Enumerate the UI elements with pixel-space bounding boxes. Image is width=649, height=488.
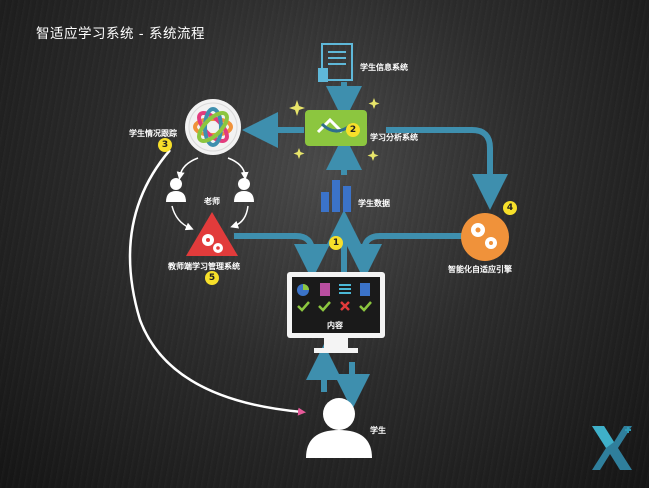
page-title: 智适应学习系统 - 系统流程 bbox=[36, 26, 205, 42]
arrow-analytics-to-engine bbox=[386, 127, 508, 210]
student-info-system-icon bbox=[318, 43, 353, 82]
teacher-lms-icon bbox=[186, 212, 238, 256]
adaptive-engine-badge: 4 bbox=[503, 201, 517, 215]
teacher-icon-right bbox=[234, 178, 254, 202]
arrow-lms-to-content bbox=[234, 233, 330, 280]
teacher-lms-label: 教师端学习管理系统 bbox=[168, 262, 240, 271]
adaptive-engine-label: 智能化自适应引擎 bbox=[448, 265, 512, 274]
learning-analytics-label: 学习分析系统 bbox=[370, 133, 418, 142]
teacher-label: 老师 bbox=[204, 197, 220, 206]
student-tracking-icon bbox=[185, 99, 241, 155]
student-tracking-badge: 3 bbox=[158, 138, 172, 152]
arrow-engine-to-content bbox=[346, 233, 462, 280]
arrow-tracking-to-student bbox=[128, 149, 306, 416]
student-tracking-label: 学生情况跟踪 bbox=[129, 129, 177, 138]
teacher-lms-badge: 5 bbox=[205, 271, 219, 285]
student-label: 学生 bbox=[370, 426, 386, 435]
student-icon bbox=[306, 398, 372, 458]
teacher-icon-left bbox=[166, 178, 186, 202]
adaptive-engine-icon bbox=[461, 213, 509, 261]
content-badge: 1 bbox=[329, 236, 343, 250]
teacher-branch-lines bbox=[171, 157, 249, 231]
learning-analytics-badge: 2 bbox=[346, 123, 360, 137]
student-data-label: 学生数据 bbox=[358, 199, 390, 208]
flow-arrows bbox=[234, 82, 508, 410]
content-label: 内容 bbox=[327, 321, 343, 330]
student-data-icon bbox=[321, 180, 351, 212]
student-info-system-label: 学生信息系统 bbox=[360, 63, 408, 72]
content-monitor bbox=[287, 272, 385, 353]
brand-logo bbox=[592, 426, 632, 470]
